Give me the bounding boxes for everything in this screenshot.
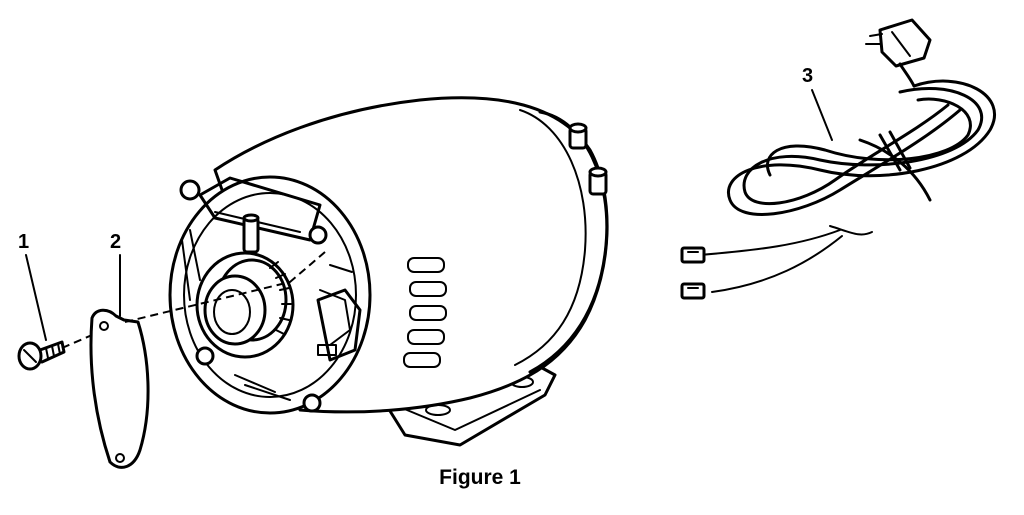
vent-slots	[403, 257, 447, 368]
spade-terminal-upper	[680, 246, 706, 264]
cover-plate	[89, 308, 150, 469]
motor-front-end	[168, 175, 372, 415]
spade-terminal-lower	[680, 282, 706, 300]
figure-caption: Figure 1	[439, 466, 521, 489]
callout-3-label: 3	[802, 65, 814, 87]
rear-terminals	[568, 122, 608, 196]
callout-1-label: 1	[18, 231, 30, 253]
motor	[168, 96, 609, 447]
power-cord	[680, 18, 997, 300]
power-plug	[865, 18, 932, 88]
callout-2-label: 2	[110, 231, 122, 253]
screw	[17, 340, 66, 371]
